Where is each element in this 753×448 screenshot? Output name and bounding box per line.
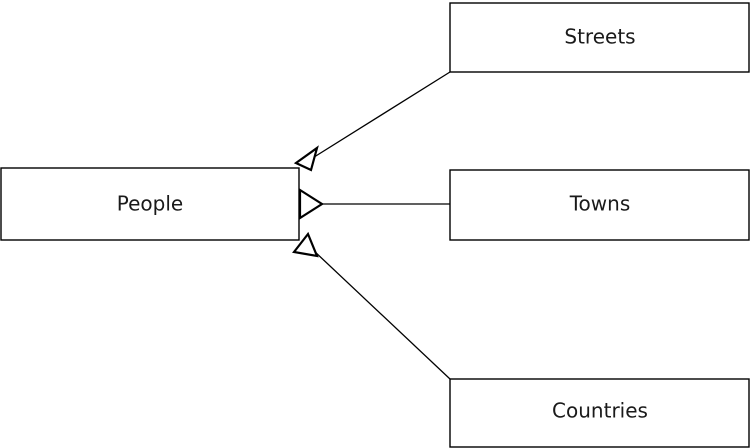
entity-box-people[interactable]	[0, 167, 300, 241]
entity-people[interactable]: People	[0, 167, 300, 241]
entity-label-towns: Towns	[569, 192, 631, 216]
connector-people-countries[interactable]	[312, 249, 451, 380]
connector-people-streets[interactable]	[310, 71, 451, 160]
entity-box-streets[interactable]	[449, 2, 750, 73]
connector-group	[310, 71, 451, 380]
open-triangle-arrowhead-streets[interactable]	[293, 145, 319, 172]
entity-label-streets: Streets	[564, 25, 635, 49]
entity-streets[interactable]: Streets	[449, 2, 750, 73]
open-triangle-arrowhead-towns[interactable]	[298, 187, 325, 221]
entity-box-countries[interactable]	[449, 378, 750, 448]
open-triangle-arrowhead-countries[interactable]	[292, 231, 319, 258]
entity-label-countries: Countries	[552, 399, 648, 423]
entity-label-people: People	[117, 192, 183, 216]
entity-towns[interactable]: Towns	[449, 169, 750, 241]
entity-box-towns[interactable]	[449, 169, 750, 241]
arrowhead-group	[292, 145, 325, 258]
entity-countries[interactable]: Countries	[449, 378, 750, 448]
